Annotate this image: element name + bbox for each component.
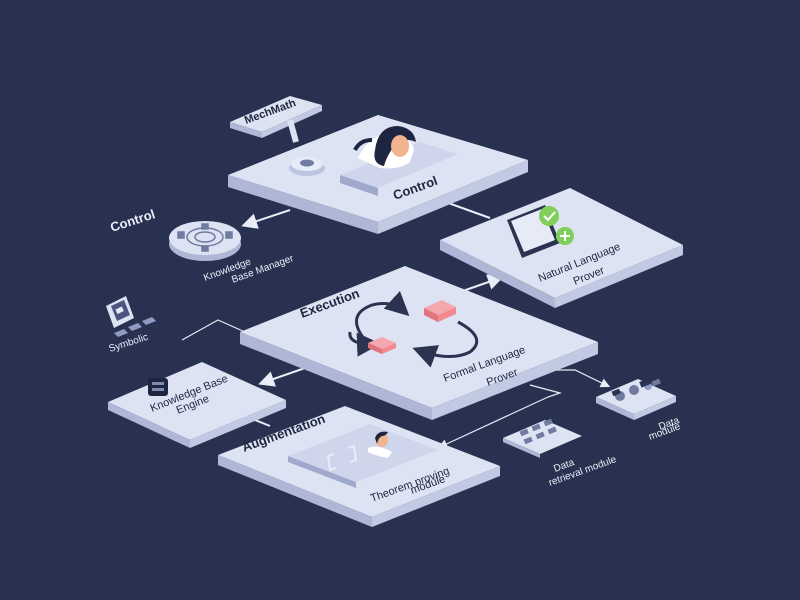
execution-to-kb-engine-arrow (258, 367, 306, 387)
user-reading-icon (368, 431, 392, 458)
database-icon (148, 378, 168, 396)
network-hub-icon (177, 223, 233, 252)
dial-icon (289, 157, 325, 176)
augmentation-platform: Augmentation Theorem proving module (218, 406, 500, 527)
symbolic-label: Symbolic (108, 332, 150, 355)
user-avatar-icon (353, 126, 416, 169)
symbolic-connector (181, 319, 246, 341)
kb-manager-node: Knowledge Base Manager (169, 221, 296, 286)
data-table-icon (519, 418, 557, 445)
nl-prover-platform: Natural Language Prover (440, 188, 683, 308)
control-platform: Control (228, 115, 528, 234)
symbolic-node: Symbolic (106, 296, 156, 355)
data-nodes-icon (611, 378, 661, 401)
red-block-icon (368, 300, 456, 354)
kb-engine-platform: Knowledge Base Engine (108, 362, 286, 448)
bracket-icon (326, 444, 358, 472)
execution-to-nl-prover-arrow (459, 274, 504, 293)
formal-to-theorem-arrow (437, 384, 563, 449)
green-badge-icon (539, 206, 559, 226)
data-module-node: Data module (596, 378, 682, 443)
screen-check-icon (507, 205, 574, 258)
brand-tag: MechMath (230, 96, 322, 143)
control-side-label: Control (108, 206, 157, 235)
data-retrieval-node: Data retrieval module (503, 418, 618, 489)
control-to-kb-manager-arrow (241, 209, 291, 229)
